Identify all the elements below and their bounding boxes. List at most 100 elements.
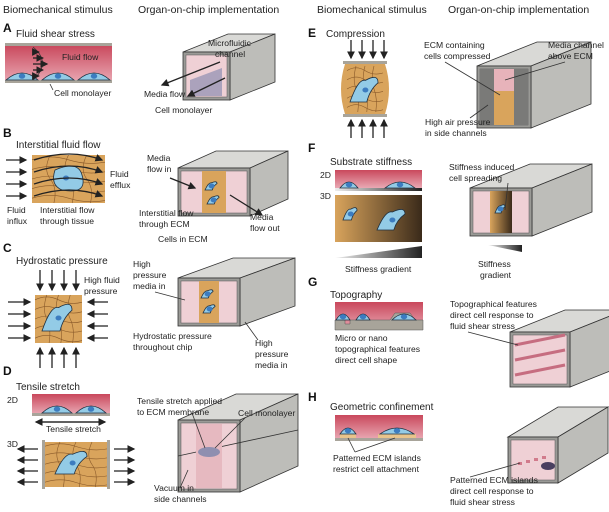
panel-e-title: Compression — [326, 29, 385, 40]
label-cell-spreading: cell spreading — [449, 173, 502, 183]
label-cells-compressed: cells compressed — [424, 51, 491, 61]
panel-a-title: Fluid shear stress — [16, 29, 95, 40]
label-pressure-chip: pressure — [133, 270, 167, 280]
stiffness-gradient-wedge — [335, 246, 422, 258]
label-high: High — [133, 259, 151, 269]
label-stiffness: Stiffness — [478, 259, 511, 269]
panel-letter-f: F — [308, 141, 315, 155]
nucleus — [345, 182, 353, 188]
nucleus — [54, 73, 62, 79]
leader-line — [504, 182, 509, 211]
label-vacuum-in: Vacuum in — [154, 483, 194, 493]
panel-letter-c: C — [3, 241, 12, 255]
flow-line-arrow — [33, 165, 104, 174]
label-throughout-chip: throughout chip — [133, 342, 192, 352]
label-topo-features-chip: Topographical features — [450, 299, 537, 309]
header-biomechanical-stimulus-left: Biomechanical stimulus — [3, 4, 113, 16]
chip-e-media-channel — [494, 69, 514, 91]
panel-h-title: Geometric confinement — [330, 402, 434, 413]
label-high-2: High — [255, 338, 273, 348]
label-3d: 3D — [7, 439, 18, 449]
label-high-air-pressure: High air pressure — [425, 117, 491, 127]
label-cell-monolayer-d: Cell monolayer — [238, 408, 295, 418]
ecm-fiber — [371, 65, 377, 113]
label-patterned-ecm: Patterned ECM islands — [333, 453, 421, 463]
label-flow-in: flow in — [147, 164, 172, 174]
label-cells-in-ecm: Cells in ECM — [158, 234, 208, 244]
label-through-tissue: through tissue — [40, 216, 94, 226]
label-microfluidic: Microfluidic — [208, 38, 252, 48]
header-organ-on-chip-left: Organ-on-chip implementation — [138, 4, 279, 16]
label-pressure: pressure — [84, 286, 118, 296]
ecm-fiber — [43, 479, 109, 487]
nucleus — [53, 406, 61, 412]
leader-line — [154, 291, 186, 301]
label-media-out: Media — [250, 212, 274, 222]
chip-h-opening — [510, 439, 556, 481]
arrow-icon — [169, 177, 197, 190]
nucleus — [359, 314, 367, 320]
topographical-ridge — [514, 348, 566, 362]
panel-letter-h: H — [308, 390, 317, 404]
ecm-island — [378, 434, 416, 438]
nucleus — [204, 291, 211, 297]
label-topographical-features: topographical features — [335, 344, 420, 354]
leader-line — [244, 321, 259, 341]
panel-d-title: Tensile stretch — [16, 382, 80, 393]
label-high-fluid: High fluid — [84, 275, 120, 285]
leader-line — [354, 437, 396, 453]
chip-e-side-channel-left — [480, 69, 494, 125]
chip-a-cell-monolayer — [190, 68, 222, 96]
media-flow-arrow — [160, 61, 221, 87]
compression-plate-bottom — [343, 114, 387, 117]
label-efflux: efflux — [110, 180, 131, 190]
flow-line-arrow — [33, 189, 104, 198]
nucleus — [347, 211, 354, 217]
ecm-fiber — [43, 470, 109, 478]
label-direct-response-h: direct cell response to — [450, 486, 534, 496]
panel-letter-e: E — [308, 26, 316, 40]
label-interstitial-flow: Interstitial flow — [40, 205, 95, 215]
label-fluid-flow: Fluid flow — [62, 52, 99, 62]
label-micro-nano: Micro or nano — [335, 333, 388, 343]
ecm-fiber — [43, 443, 109, 451]
chip-h-ecm-island — [542, 456, 546, 459]
label-hydrostatic-pressure: Hydrostatic pressure — [133, 331, 212, 341]
stretch-post-left — [42, 440, 45, 489]
label-fluid-2: Fluid — [7, 205, 26, 215]
vessel-wall-bottom — [5, 80, 112, 83]
ecm-fiber — [82, 154, 92, 204]
ecm-membrane — [32, 413, 110, 416]
panel-letter-g: G — [308, 275, 317, 289]
nucleus — [396, 182, 404, 188]
chip-e-side-channel-right — [514, 69, 528, 125]
label-fluid-shear-stress-h: fluid shear stress — [450, 497, 515, 507]
nucleus — [339, 314, 347, 320]
label-in-side-channels: in side channels — [425, 128, 487, 138]
nucleus — [210, 197, 217, 203]
label-tensile-stretch: Tensile stretch — [46, 424, 101, 434]
ecm-fiber — [88, 441, 97, 488]
label-cell-monolayer: Cell monolayer — [54, 88, 111, 98]
stretch-post-right — [107, 440, 110, 489]
label-channel: channel — [215, 49, 245, 59]
ecm-fiber — [31, 195, 106, 203]
topographical-ridge — [514, 363, 566, 377]
chip-h-ecm-island — [534, 458, 538, 461]
leader-line — [214, 417, 246, 449]
label-fluid-shear-stress: fluid shear stress — [450, 321, 515, 331]
flow-line-arrow — [33, 177, 104, 186]
leader-line — [504, 61, 566, 81]
leader-line — [469, 104, 489, 119]
ecm-fiber — [34, 296, 83, 304]
ecm-fiber — [346, 67, 384, 75]
2d-substrate — [335, 188, 422, 191]
nucleus — [400, 314, 408, 320]
illustrations — [4, 33, 609, 493]
header-biomechanical-stimulus-right: Biomechanical stimulus — [317, 4, 427, 16]
header-organ-on-chip-right: Organ-on-chip implementation — [448, 4, 589, 16]
nucleus — [87, 406, 95, 412]
compression-plate-top — [343, 61, 387, 64]
nucleus — [69, 460, 76, 466]
label-direct-cell-shape: direct cell shape — [335, 355, 397, 365]
